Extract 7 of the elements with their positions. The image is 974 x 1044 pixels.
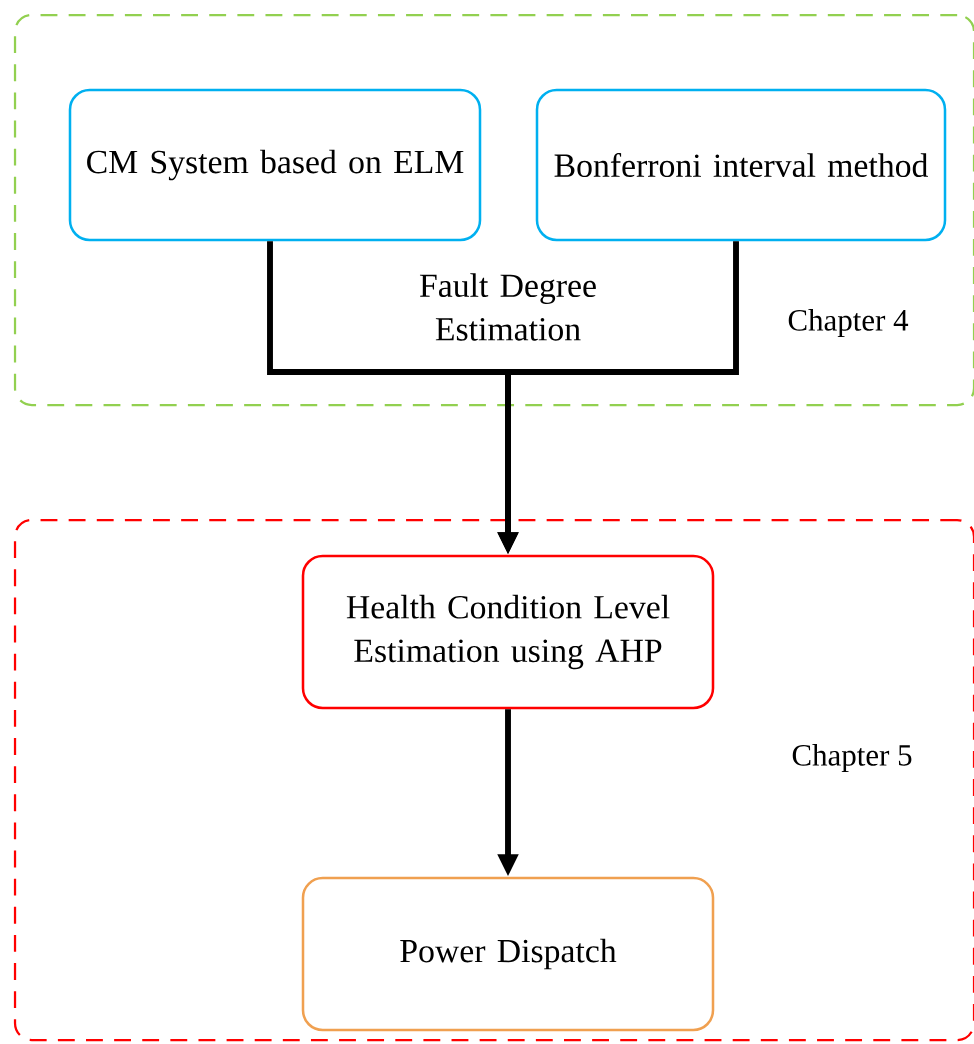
flow-label: Fault Degree Estimation [419, 273, 596, 341]
process-box: Health Condition Level Estimation using AHP [301, 554, 715, 710]
process-box: Power Dispatch [301, 876, 715, 1032]
chapter-label: Chapter 4 [788, 309, 909, 338]
process-box: Bonferroni interval method [535, 88, 947, 242]
process-box: CM System based on ELM [68, 88, 482, 242]
chapter-label: Chapter 5 [792, 744, 912, 773]
